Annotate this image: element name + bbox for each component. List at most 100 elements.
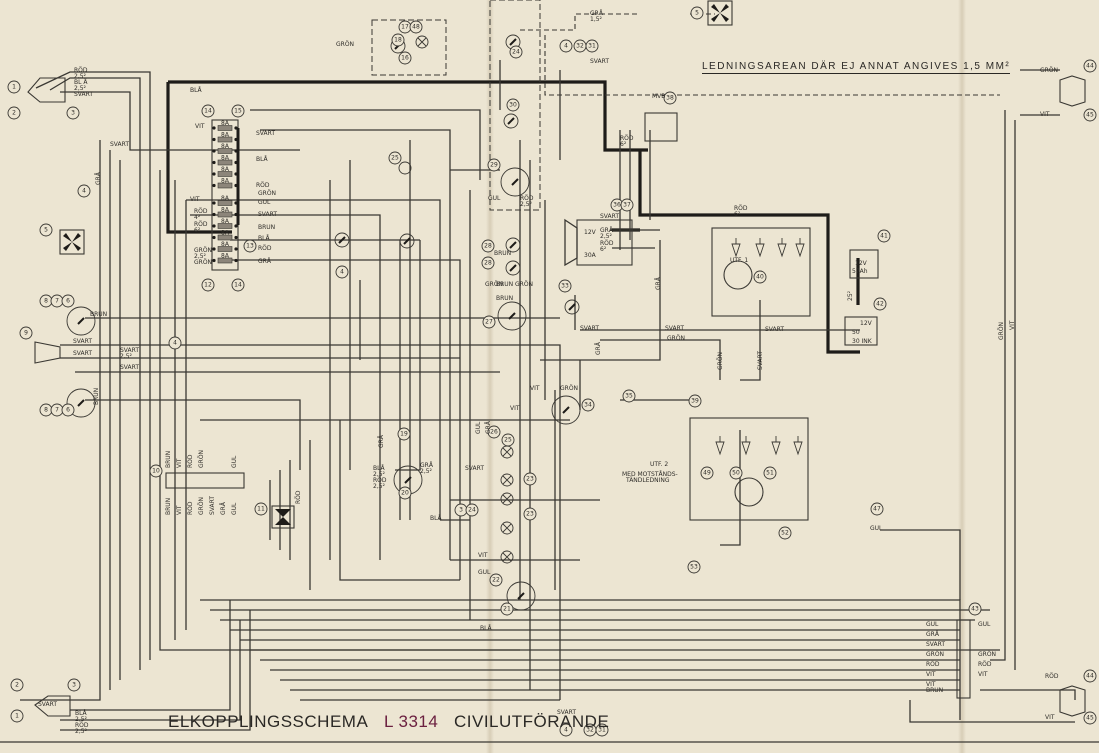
wire-label: SVART bbox=[73, 338, 92, 345]
wire-label: SVART bbox=[757, 351, 764, 370]
svg-text:13: 13 bbox=[246, 243, 254, 250]
wire-label: GUL bbox=[870, 525, 883, 532]
fuse-rating: 8A bbox=[221, 166, 230, 173]
wire-label: BRUN bbox=[165, 451, 172, 468]
ignition-switch-icon bbox=[500, 167, 530, 197]
lamp-icon bbox=[500, 521, 514, 535]
wire-label: SVART bbox=[120, 364, 139, 371]
component-callout: 8 bbox=[39, 294, 53, 308]
svg-text:38: 38 bbox=[666, 95, 674, 102]
wire-label: GUL bbox=[488, 195, 501, 202]
svg-text:5: 5 bbox=[695, 10, 699, 17]
wire-label: BLÅ bbox=[258, 235, 270, 242]
svg-text:40: 40 bbox=[756, 274, 764, 281]
component-callout: 11 bbox=[254, 502, 268, 516]
wire-label: GUL bbox=[231, 502, 238, 515]
component-callout: 6 bbox=[61, 403, 75, 417]
component-callout: 17 bbox=[398, 20, 412, 34]
svg-text:30: 30 bbox=[509, 102, 517, 109]
wire-label: SVART bbox=[110, 141, 129, 148]
spark-plug-icon bbox=[715, 436, 725, 456]
wire-label: 4² bbox=[194, 214, 201, 221]
svg-text:1: 1 bbox=[15, 713, 19, 720]
wire bbox=[70, 600, 231, 711]
svg-text:35: 35 bbox=[625, 393, 633, 400]
wire-label: VIT bbox=[176, 458, 183, 468]
fuse: 8A bbox=[212, 143, 238, 154]
wire-label: SVART bbox=[580, 325, 599, 332]
wire-label: RÖD bbox=[187, 454, 194, 468]
wire-label: VIT bbox=[510, 405, 520, 412]
svg-text:6: 6 bbox=[66, 298, 70, 305]
wire-label: BRUN bbox=[926, 687, 943, 694]
component-callout: 14 bbox=[231, 278, 245, 292]
component-callout: 4 bbox=[559, 723, 573, 737]
wire-label: BLÅ bbox=[430, 515, 442, 522]
connector-43 bbox=[956, 619, 971, 699]
svg-text:31: 31 bbox=[588, 43, 596, 50]
svg-text:3: 3 bbox=[71, 110, 75, 117]
component-callout: 48 bbox=[409, 20, 423, 34]
component-callout: 33 bbox=[558, 279, 572, 293]
svg-text:21: 21 bbox=[503, 606, 511, 613]
wire-label: GRÖN bbox=[198, 497, 205, 515]
svg-text:48: 48 bbox=[412, 24, 420, 31]
wire-label: VIT bbox=[530, 385, 540, 392]
optional-wire bbox=[520, 13, 640, 31]
svg-text:44: 44 bbox=[1086, 673, 1094, 680]
fuse-rating: 8A bbox=[221, 143, 230, 150]
wire-label: SVART bbox=[926, 641, 945, 648]
wire bbox=[20, 140, 101, 701]
main-power-wire bbox=[168, 80, 648, 152]
wire-label: 2,5² bbox=[75, 728, 88, 735]
title-model: L 3314 bbox=[383, 712, 439, 731]
wire-label: 6² bbox=[194, 227, 201, 234]
wire-label: 6² bbox=[620, 141, 627, 148]
svg-text:32: 32 bbox=[586, 727, 594, 734]
fan-icon bbox=[707, 0, 733, 26]
svg-text:5: 5 bbox=[44, 227, 48, 234]
component-callout: 25 bbox=[501, 433, 515, 447]
component-callout: 31 bbox=[585, 39, 599, 53]
svg-text:12V: 12V bbox=[855, 260, 868, 267]
component-callout: 34 bbox=[581, 398, 595, 412]
component-callout: 19 bbox=[397, 427, 411, 441]
wire-label: UTF. 1 bbox=[730, 257, 748, 264]
wire-label: GRÅ bbox=[258, 258, 272, 265]
wire-label: SVART bbox=[765, 326, 784, 333]
wire-label: BLÅ bbox=[75, 710, 87, 717]
svg-text:24: 24 bbox=[468, 507, 476, 514]
wire-label: RÖD bbox=[194, 208, 208, 215]
wire-label: 2,5² bbox=[373, 483, 386, 490]
component-callout: 27 bbox=[482, 315, 496, 329]
fuse-rating: 8A bbox=[221, 218, 230, 225]
wire-label: 6² bbox=[600, 246, 607, 253]
regulator bbox=[644, 112, 678, 142]
wire-label: RÖD bbox=[373, 477, 387, 484]
component-callout: 28 bbox=[481, 256, 495, 270]
component-callout: 16 bbox=[398, 51, 412, 65]
wire-label: RÖD bbox=[74, 67, 88, 74]
page-fold bbox=[486, 0, 494, 753]
component-callout: 29 bbox=[487, 158, 501, 172]
fuse: 8A bbox=[212, 230, 238, 241]
svg-text:53: 53 bbox=[690, 564, 698, 571]
component-callout: 3 bbox=[454, 503, 468, 517]
svg-text:1: 1 bbox=[12, 84, 16, 91]
svg-text:57Ah: 57Ah bbox=[852, 268, 868, 275]
wire-label: GRÖN bbox=[515, 281, 533, 288]
wire-label: RÖD bbox=[187, 501, 194, 515]
wire-label: VIT bbox=[1045, 714, 1055, 721]
svg-text:41: 41 bbox=[880, 233, 888, 240]
component-callout: 44 bbox=[1083, 669, 1097, 683]
spark-plug-icon bbox=[741, 436, 751, 456]
toggle-icon bbox=[505, 260, 521, 276]
wire-label: VIT bbox=[926, 681, 936, 688]
svg-text:30 INK: 30 INK bbox=[852, 338, 873, 345]
component-callout: 6 bbox=[61, 294, 75, 308]
component-callout: 1 bbox=[7, 80, 21, 94]
svg-text:4: 4 bbox=[340, 269, 344, 276]
component-callout: 24 bbox=[509, 45, 523, 59]
spark-plug-icon bbox=[771, 436, 781, 456]
